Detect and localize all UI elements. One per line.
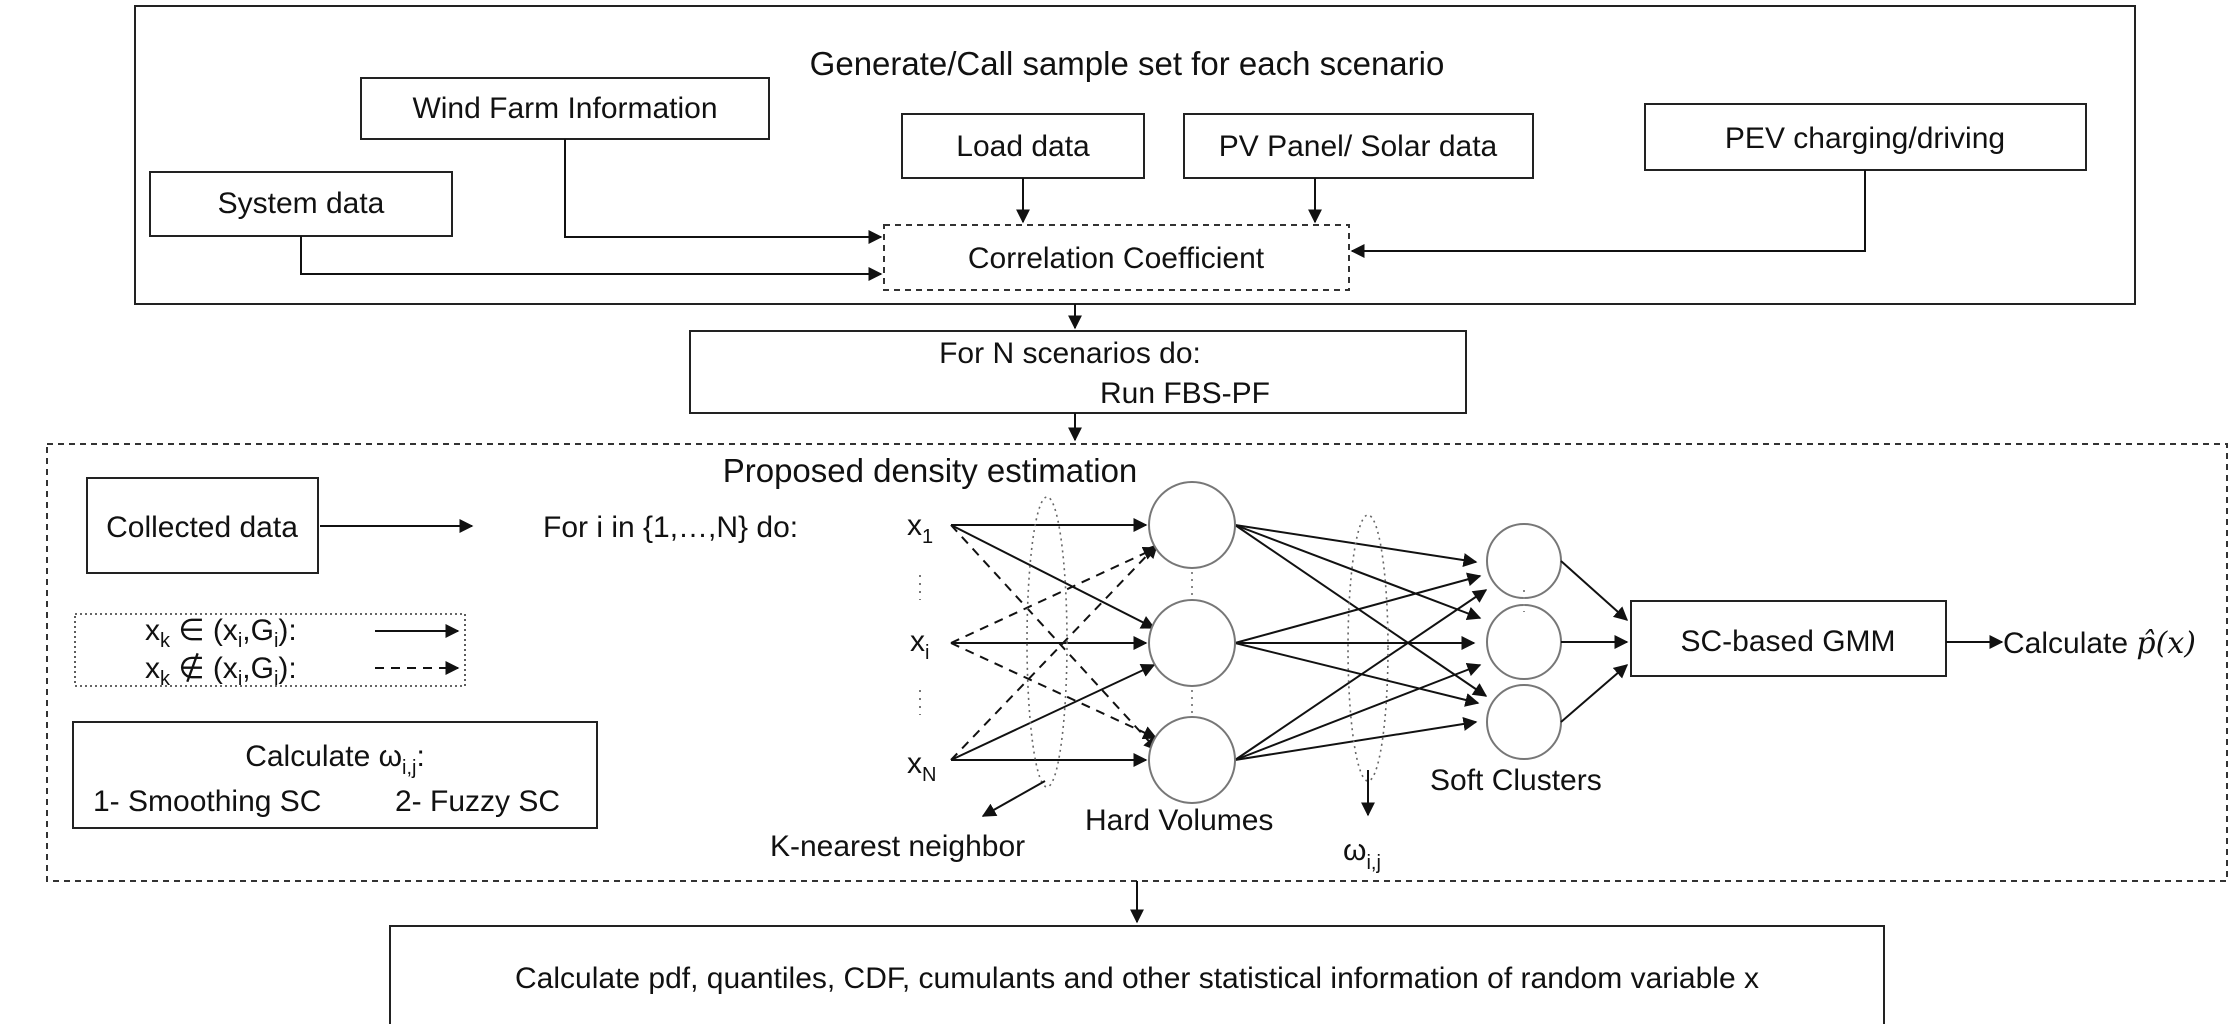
collected-data-label: Collected data xyxy=(106,511,298,544)
input-x1: x1 xyxy=(907,509,933,548)
gmm-label: SC-based GMM xyxy=(1680,625,1895,658)
cluster3-to-gmm-arrow xyxy=(1560,664,1629,723)
pv-panel-label: PV Panel/ Solar data xyxy=(1219,130,1498,163)
pev-arrow xyxy=(1350,170,1866,258)
system-data-arrow xyxy=(300,236,883,281)
wind-farm-label: Wind Farm Information xyxy=(412,92,717,125)
calculate-density-label: Calculate p̂(x) xyxy=(2003,626,2196,661)
load-data-box xyxy=(901,113,1145,179)
scenario-box xyxy=(689,330,1467,414)
pv-panel-box xyxy=(1183,113,1534,179)
bottom-box xyxy=(389,925,1885,1024)
load-data-label: Load data xyxy=(956,130,1090,163)
weights-option-smoothing: 1- Smoothing SC xyxy=(93,785,321,818)
correlation-label: Correlation Coefficient xyxy=(968,242,1265,275)
pev-label: PEV charging/driving xyxy=(1725,122,2005,155)
legend-member-label: xk ∈ (xi,Gi): xyxy=(145,614,297,652)
loop-label: For i in {1,…,N} do: xyxy=(543,511,798,544)
knn-ellipse xyxy=(1026,496,1068,788)
system-data-label: System data xyxy=(218,187,385,220)
hard-volume-node-1 xyxy=(1148,481,1236,569)
omega-label: ωi,j xyxy=(1343,834,1381,874)
legend-nonmember-label: xk ∉ (xi,Gi): xyxy=(145,652,297,690)
pev-box xyxy=(1644,103,2087,171)
system-data-box xyxy=(149,171,453,237)
weights-title: Calculate ωi,j: xyxy=(245,740,425,779)
input-xn: xN xyxy=(907,747,936,786)
correlation-box xyxy=(883,224,1350,291)
soft-cluster-node-2 xyxy=(1486,604,1562,680)
omega-ellipse xyxy=(1347,514,1389,782)
knn-label: K-nearest neighbor xyxy=(770,830,1025,863)
cluster1-to-gmm-arrow xyxy=(1560,560,1629,621)
soft-clusters-label: Soft Clusters xyxy=(1430,764,1602,797)
hard-volumes-label: Hard Volumes xyxy=(1085,804,1273,837)
hard-volume-node-2 xyxy=(1148,599,1236,687)
wind-farm-box xyxy=(360,77,770,140)
bottom-label: Calculate pdf, quantiles, CDF, cumulants… xyxy=(515,962,1759,995)
legend-box xyxy=(74,613,466,687)
wind-farm-arrow xyxy=(564,139,883,244)
density-section-title: Proposed density estimation xyxy=(723,452,1138,489)
knn-pointer-arrow xyxy=(981,780,1046,817)
scenario-line2: Run FBS-PF xyxy=(1100,377,1270,410)
soft-cluster-node-1 xyxy=(1486,523,1562,599)
input-edges xyxy=(950,518,1158,767)
scenario-line1: For N scenarios do: xyxy=(939,337,1201,370)
weights-box xyxy=(72,721,598,829)
input-xi: xi xyxy=(910,625,929,664)
gmm-box xyxy=(1630,600,1947,677)
weights-option-fuzzy: 2- Fuzzy SC xyxy=(395,785,560,818)
hard-volume-node-3 xyxy=(1148,716,1236,804)
soft-cluster-node-3 xyxy=(1486,684,1562,760)
collected-data-box xyxy=(86,477,319,574)
top-section-title: Generate/Call sample set for each scenar… xyxy=(810,45,1445,82)
